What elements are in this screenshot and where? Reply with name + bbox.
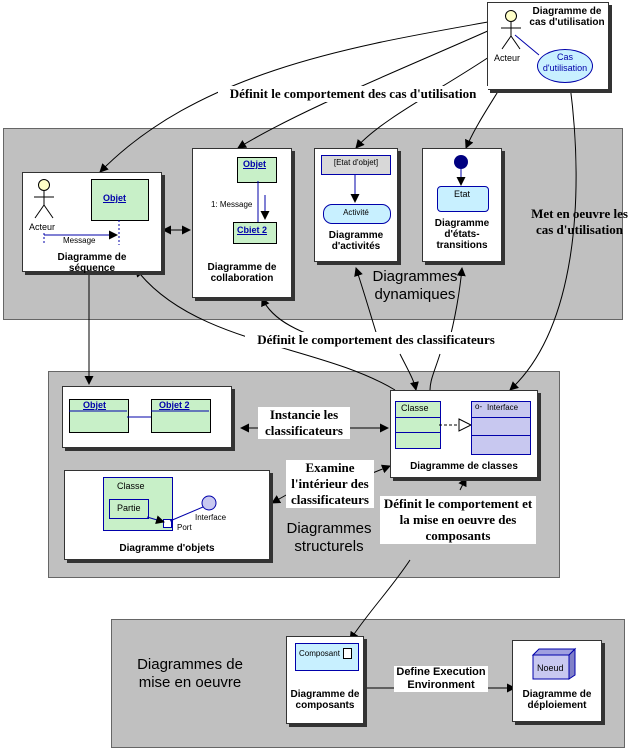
instantiates-classifiers-label: Instancie les classificateurs [258,407,350,439]
examines-classifier-interior-label: Examine l'intérieur des classificateurs [286,460,374,508]
defines-classifier-behavior-label: Définit le comportement des classificate… [245,332,507,348]
class-label: Classe [401,403,429,413]
sequence-message-label: Message [63,236,96,245]
use-case-diagram-title: Diagramme de cas d'utilisation [529,6,605,28]
defines-use-case-behavior-label: Définit le comportement des cas d'utilis… [218,86,488,102]
activity-node [323,204,391,224]
sequence-object-label: Objet [103,193,127,203]
actor-icon [501,10,521,50]
object-diagram-obj-2 [151,399,211,433]
define-execution-environment-label: Define Execution Environment [394,666,488,692]
deployment-diagram: Noeud Diagramme de déploiement [512,640,602,722]
object-diagram-obj-1-label: Objet [83,400,107,410]
node-icon [531,647,577,680]
implementation-panel-title: Diagrammes de mise en oeuvre [137,656,243,691]
sequence-diagram: Acteur Objet Message Diagramme de séquen… [22,172,162,274]
object-diagram-link [69,410,209,418]
activity-label: Activité [343,208,369,217]
activity-diagram-caption: Diagramme d'activités [328,230,384,252]
collab-object-1-label: Objet [243,159,267,169]
sequence-diagram-caption: Diagramme de séquence [57,252,127,274]
composite-class-label: Classe [117,481,145,491]
sequence-actor-icon [34,179,54,219]
activity-flow [350,174,360,203]
component-icon [343,648,352,659]
use-case-diagram: Acteur Diagramme de cas d'utilisation Ca… [487,2,609,90]
sequence-actor-label: Acteur [29,222,56,232]
collaboration-diagram: Objet 1: Message Cbiet 2 Diagramme de co… [192,148,292,298]
realization-link [439,418,473,432]
provided-interface-label: Interface [195,513,227,522]
class-diagram-caption: Diagramme de classes [410,461,518,472]
state-diagram-caption: Diagramme d'états-transitions [434,218,490,251]
sequence-lifelines [43,220,120,245]
collaboration-diagram-caption: Diagramme de collaboration [207,262,277,284]
state-flow [456,169,466,186]
actor-label: Acteur [494,53,521,63]
object-state-box [321,155,391,175]
state-node [437,186,489,212]
interface-box [471,401,531,455]
object-diagram: Objet Objet 2 [62,386,232,448]
node-label: Noeud [537,663,564,673]
class-diagram: Classe Interface o- Diagramme de classes [390,390,538,478]
collab-object-2-label: Cbiet 2 [237,225,268,235]
collab-link [257,181,270,222]
component-diagram: Composant Diagramme de composants [286,636,364,724]
collab-object-2 [233,222,277,244]
use-case-ellipse [537,49,593,83]
port-links [146,495,217,525]
dynamic-panel-title: Diagrammes dynamiques [372,268,458,303]
defines-component-behavior-label: Définit le comportement et la mise en oe… [380,496,536,544]
part-box [109,499,149,519]
use-case-label: Cas d'utilisation [542,52,588,73]
component-diagram-caption: Diagramme de composants [290,689,360,711]
component-label: Composant [299,649,340,658]
initial-state-icon [454,155,468,169]
state-diagram: Etat Diagramme d'états-transitions [422,148,502,262]
object-diagram-obj-1 [69,399,129,433]
port-label: Port [177,523,192,532]
object-state-label: [Etat d'objet] [333,158,379,167]
composite-diagram: Classe Partie Port Interface Diagramme d… [64,470,270,560]
interface-label: Interface [487,403,519,412]
deployment-diagram-caption: Diagramme de déploiement [522,689,592,711]
state-label: Etat [453,189,470,199]
composite-diagram-caption: Diagramme d'objets [119,543,215,554]
activity-diagram: [Etat d'objet] Activité Diagramme d'acti… [314,148,398,262]
class-box [395,401,441,449]
interface-icon: o- [475,402,483,411]
part-label: Partie [117,503,141,513]
component-box [295,643,359,671]
implements-use-cases-label: Met en oeuvre les cas d'utilisation [531,206,628,237]
use-case-link [514,34,540,56]
collab-message-label: 1: Message [211,200,253,209]
sequence-object [91,179,149,221]
structural-panel-title: Diagrammes structurels [286,520,372,555]
object-diagram-obj-2-label: Objet 2 [159,400,190,410]
collab-object-1 [237,157,277,183]
